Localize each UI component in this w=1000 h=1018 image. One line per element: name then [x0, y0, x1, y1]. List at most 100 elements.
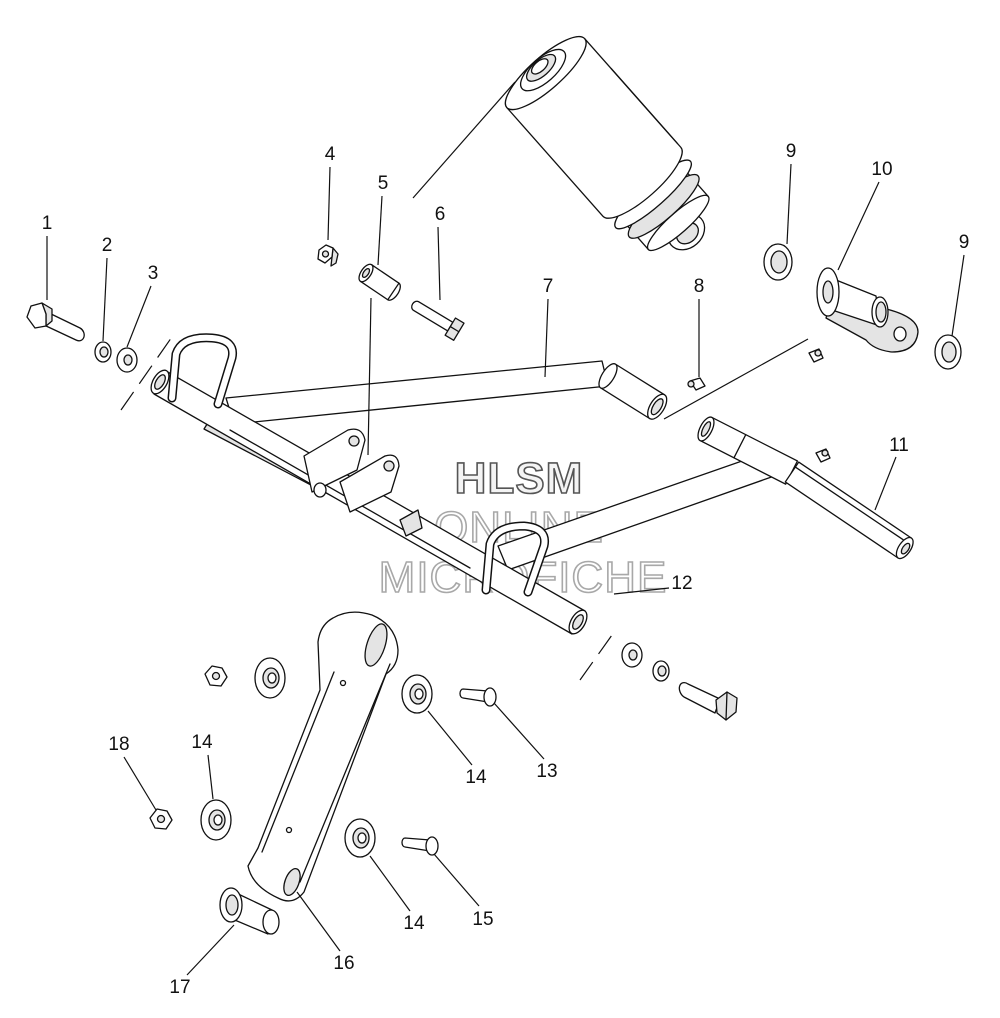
leader-line-13	[493, 702, 545, 760]
leader-line-shock	[412, 81, 516, 199]
leader-line-4	[327, 166, 331, 241]
callout-14-left: 14	[191, 732, 213, 753]
grease-fitting	[808, 348, 824, 363]
sleeve-near-end	[598, 363, 618, 389]
leader-line-17	[186, 924, 235, 976]
nut-hole	[321, 250, 330, 258]
callout-7: 7	[543, 276, 554, 297]
washer-hole	[657, 665, 667, 677]
leader-line-16	[296, 891, 341, 952]
shaft-part-11	[784, 461, 914, 560]
sleeve-step	[733, 434, 747, 459]
bolt-shaft	[43, 311, 85, 342]
nut-part-18-upper	[204, 665, 228, 687]
fitting-tip	[821, 449, 829, 457]
link-plate-edge	[261, 671, 335, 853]
callout-6: 6	[435, 204, 446, 225]
leader-line-14-left	[207, 754, 214, 800]
a-arm-left-tube-bore	[154, 374, 166, 390]
alignment-line-left	[120, 333, 175, 411]
callout-16: 16	[333, 953, 354, 974]
callout-10: 10	[871, 159, 892, 180]
a-arm-pivot-sleeve	[598, 363, 668, 420]
shock-body-edge	[610, 67, 679, 145]
shock-absorber	[504, 35, 710, 252]
sleeve-bore	[700, 421, 712, 437]
leader-line-14-lower	[369, 855, 411, 912]
leader-line-9-right	[951, 254, 965, 337]
washer-hole	[99, 346, 109, 358]
pin-part-13	[459, 687, 497, 707]
bushing-far-end	[262, 909, 280, 935]
bolt-shaft	[411, 300, 454, 332]
bolt-head-edge	[725, 691, 728, 721]
shock-mount-hole	[348, 435, 360, 447]
nut-part-18-lower	[149, 808, 173, 830]
washer-part-9-right	[934, 334, 962, 370]
bolt-shaft	[678, 682, 721, 714]
washer-part-14-lower-right	[344, 818, 376, 858]
bracket-part-10	[816, 267, 919, 353]
callout-4: 4	[325, 144, 336, 165]
washer-part-9-left	[763, 243, 793, 281]
callout-18: 18	[108, 734, 129, 755]
bushing-part-17	[219, 887, 280, 935]
leader-line-12	[613, 587, 670, 595]
link-inner-edge	[299, 663, 391, 883]
washer-part-14-upper-right	[401, 674, 433, 714]
link-hole-lower	[285, 826, 293, 834]
bushing-bore	[225, 894, 239, 916]
washer-part-12a	[621, 642, 643, 668]
watermark-line-1: HLSM	[455, 454, 584, 503]
nut-hole	[211, 671, 221, 681]
pin-part-15	[401, 836, 439, 856]
bracket-flange-bore	[822, 280, 834, 304]
washer-hole	[213, 814, 223, 826]
pin-head	[483, 687, 497, 707]
right-hoop-fill	[483, 523, 548, 595]
shaft-bore	[900, 542, 911, 555]
fitting-body	[689, 377, 706, 391]
washer-hole	[267, 672, 277, 684]
bracket-tube-bore	[875, 301, 887, 323]
link-part-16	[247, 611, 399, 902]
a-arm-tab	[399, 509, 423, 537]
fitting-tip	[687, 380, 695, 388]
bolt-head	[26, 302, 47, 329]
callout-9-left: 9	[786, 141, 797, 162]
washer-hole	[628, 649, 638, 661]
bolt-head-edge	[449, 325, 460, 333]
link-hole-upper	[339, 679, 347, 687]
link-outline	[247, 611, 399, 902]
a-arm-right-tube-bore	[572, 614, 584, 630]
pin-shaft	[459, 688, 489, 703]
a-arm-rear-tube	[225, 360, 609, 425]
washer-part-3	[116, 347, 138, 373]
leader-line-5-extension	[367, 297, 372, 456]
washer-hole	[770, 250, 788, 274]
grease-fitting	[815, 448, 831, 463]
callout-9-right: 9	[959, 232, 970, 253]
callout-14-lower: 14	[403, 913, 425, 934]
bolt-part-6	[411, 300, 465, 341]
washer-hole	[123, 354, 133, 366]
nut-part-4	[317, 244, 339, 267]
a-arm-right-sleeve	[697, 416, 799, 485]
nut-hole	[156, 814, 166, 824]
leader-line-18	[123, 756, 157, 811]
bracket-plate-hole	[893, 326, 907, 342]
callout-2: 2	[102, 235, 113, 256]
shock-top-mount-bore	[530, 58, 549, 75]
leader-line-14-right	[427, 710, 473, 766]
left-hoop-fill	[169, 334, 236, 407]
link-upper-eye	[364, 623, 388, 667]
washer-part-2	[94, 341, 112, 363]
callout-12: 12	[671, 573, 692, 594]
washer-part-14-lower-left	[200, 799, 232, 841]
washer-hole	[941, 341, 957, 363]
a-arm-part-7	[150, 333, 799, 635]
callout-3: 3	[148, 263, 159, 284]
bolt-part-1	[26, 302, 85, 342]
callout-14-right: 14	[465, 767, 487, 788]
